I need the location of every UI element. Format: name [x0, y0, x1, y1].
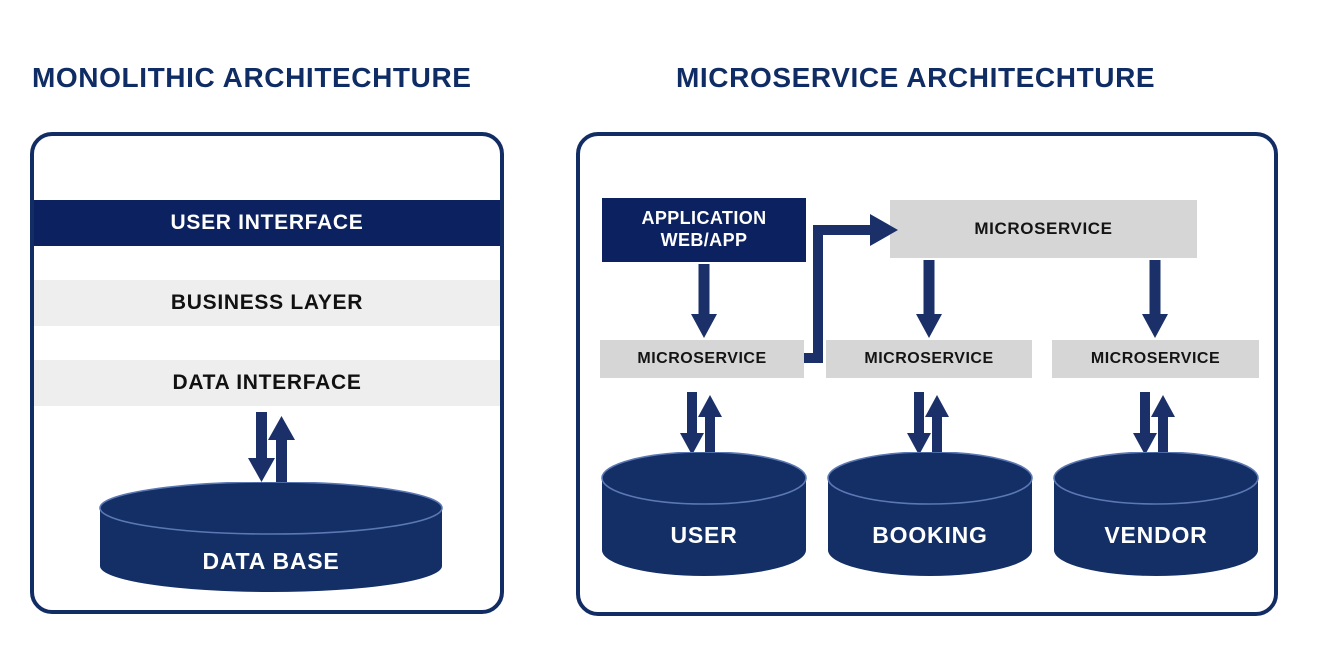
microservice-box-2-label: MICROSERVICE — [864, 350, 994, 368]
microservice-box-top[interactable]: MICROSERVICE — [890, 200, 1197, 258]
microservice-title: MICROSERVICE ARCHITECHTURE — [676, 62, 1156, 93]
microservice-box-1-label: MICROSERVICE — [637, 350, 767, 368]
service-top-to-service-3-arrow-icon — [1142, 260, 1168, 338]
layer-business-layer-label: BUSINESS LAYER — [170, 291, 364, 314]
app-to-service-1-arrow-icon — [691, 264, 717, 338]
layer-user-interface[interactable]: USER INTERFACE — [34, 200, 500, 246]
layer-data-interface-label: DATA INTERFACE — [172, 371, 362, 394]
microservice-panel: APPLICATION WEB/APP MICROSERVICE — [576, 132, 1278, 616]
microservice-box-2[interactable]: MICROSERVICE — [826, 340, 1032, 378]
microservice-box-3[interactable]: MICROSERVICE — [1052, 340, 1259, 378]
service-1-to-user-db-arrow-icon — [674, 392, 730, 458]
microservice-box-1[interactable]: MICROSERVICE — [600, 340, 804, 378]
application-box-line1: APPLICATION — [641, 208, 767, 229]
application-web-app-box[interactable]: APPLICATION WEB/APP — [602, 198, 806, 262]
layer-business-layer[interactable]: BUSINESS LAYER — [34, 280, 500, 326]
layer-user-interface-label: USER INTERFACE — [170, 211, 364, 234]
monolithic-panel: USER INTERFACE BUSINESS LAYER DATA INTER… — [30, 132, 504, 614]
database-cylinder-vendor[interactable]: VENDOR — [1052, 452, 1260, 578]
database-cylinder[interactable]: DATA BASE — [96, 482, 446, 592]
database-cylinder-booking[interactable]: BOOKING — [826, 452, 1034, 578]
application-box-line2: WEB/APP — [660, 230, 748, 250]
database-cylinder-user[interactable]: USER — [600, 452, 808, 578]
microservice-box-3-label: MICROSERVICE — [1090, 350, 1221, 368]
service-3-to-vendor-db-arrow-icon — [1127, 392, 1183, 458]
service-1-to-service-top-arrow-icon — [802, 200, 898, 364]
service-top-to-service-2-arrow-icon — [916, 260, 942, 338]
db-bidirectional-arrow-icon — [240, 412, 302, 486]
service-2-to-booking-db-arrow-icon — [901, 392, 957, 458]
monolithic-title: MONOLITHIC ARCHITECHTURE — [32, 62, 472, 93]
layer-data-interface[interactable]: DATA INTERFACE — [34, 360, 500, 406]
microservice-box-top-label: MICROSERVICE — [974, 218, 1113, 238]
